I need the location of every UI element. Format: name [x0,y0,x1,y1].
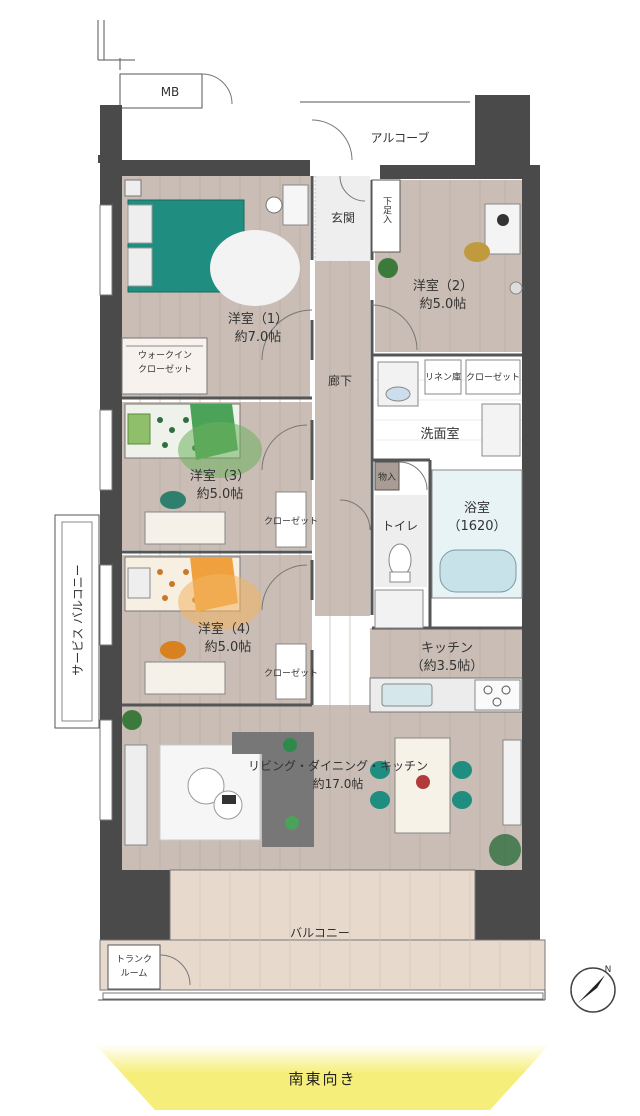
bedroom4-size: 約5.0帖 [205,640,252,655]
left-windows [99,204,113,821]
service-balcony: サービス バルコニー [54,514,100,729]
storage: 物入 [374,461,428,491]
bathroom-name: 浴室 [464,500,490,516]
interior-walls [122,176,522,707]
kitchen-name: キッチン [421,641,473,656]
trunk-label-line2: ルーム [121,968,148,979]
mb-label: MB [161,85,180,99]
bedroom4-name: 洋室（4） [198,621,258,637]
service-balcony-label: サービス バルコニー [71,564,85,676]
bathroom-size: （1620） [447,519,506,534]
kitchen: キッチン （約3.5帖） [369,641,523,713]
compass: N [570,965,616,1013]
bathroom: 浴室 （1620） [431,469,523,599]
bedroom3-name: 洋室（3） [190,468,250,484]
hallway-label: 廊下 [328,373,352,388]
alcove-label: アルコーブ [371,130,430,145]
balcony-label: バルコニー [290,926,350,940]
bedroom-4: クローゼット 洋室（4） 約5.0帖 [124,556,318,700]
bedroom2-name: 洋室（2） [413,278,473,294]
bedroom-2: 洋室（2） 約5.0帖 [371,203,523,351]
living-dining: リビング・ダイニング・キッチン 約17.0帖 [122,710,522,866]
ldk-size: 約17.0帖 [313,776,364,791]
bedroom2-size: 約5.0帖 [420,297,467,312]
kitchen-size: （約3.5帖） [411,659,484,674]
balcony: バルコニー [99,869,546,1000]
washroom-label: 洗面室 [420,426,459,442]
toilet: トイレ [339,495,427,629]
orientation-banner: 南東向き [95,1044,550,1110]
closet2-label: クローゼット [466,371,520,383]
exterior-walls [98,95,540,940]
compass-n-icon: N [605,965,612,975]
entrance-label: 玄関 [331,210,355,225]
bedroom1-size: 約7.0帖 [235,330,282,345]
mb-box: MB [119,73,233,109]
shoe-cabinet-label: 下足入 [381,197,392,224]
bedroom3-size: 約5.0帖 [197,487,244,502]
trunk-label-line1: トランク [116,954,152,965]
toilet-label: トイレ [382,519,418,533]
orientation-label: 南東向き [288,1070,357,1088]
ldk-name: リビング・ダイニング・キッチン [248,758,428,773]
closet4-label: クローゼット [264,667,318,679]
bedroom-1: 洋室（1） 約7.0帖 [124,179,313,361]
bedroom1-name: 洋室（1） [228,311,288,327]
closet3-label: クローゼット [264,515,318,527]
trunk-room: トランク ルーム [107,944,191,990]
linen-label: リネン庫 [425,371,461,383]
washroom: リネン庫 クローゼット 洗面室 [375,358,522,458]
floor-plan: MB アルコーブ [54,20,616,1013]
walkin-label-line1: ウォークイン [138,350,192,361]
walkin-closet: ウォークイン クローゼット [121,337,208,395]
walkin-label-line2: クローゼット [138,363,192,375]
alcove-area: アルコーブ [311,119,430,161]
storage-label: 物入 [378,471,396,483]
entrance-area: 玄関 下足入 [314,175,401,261]
banner-shape [95,1044,550,1110]
bedroom-3: クローゼット 洋室（3） 約5.0帖 [124,403,318,548]
